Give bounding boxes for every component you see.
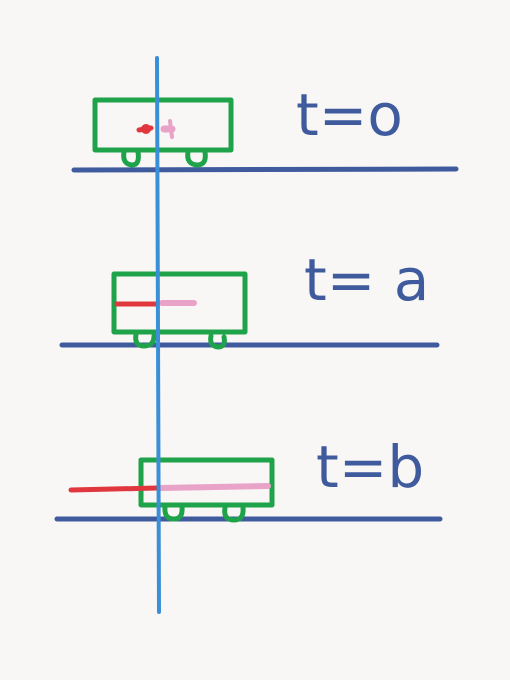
cart-wheel-left-t0 [121,149,141,168]
cart-wheel-right-ta [208,333,227,350]
pink-tick-t0 [168,119,174,139]
cart-wheel-left-tb [162,504,185,522]
cart-wheel-left-ta [133,331,157,349]
time-label-ta: t= a [304,246,429,314]
cart-wheel-right-t0 [185,149,208,168]
cart-body-t0 [92,97,234,153]
frame-t0: t=o [71,81,459,173]
cart-body-tb [138,457,275,508]
frame-tb: t=b [54,433,443,523]
time-label-tb: t=b [316,433,424,501]
reference-line [155,56,161,614]
frame-ta: t= a [59,246,440,350]
red-segment-tb [68,485,160,493]
cart-wheel-right-tb [222,505,246,523]
cart-body-ta [111,271,248,335]
pink-segment-tb [158,483,271,491]
red-segment-t0 [136,125,154,133]
time-label-t0: t=o [296,81,403,149]
track-t0 [71,166,459,173]
